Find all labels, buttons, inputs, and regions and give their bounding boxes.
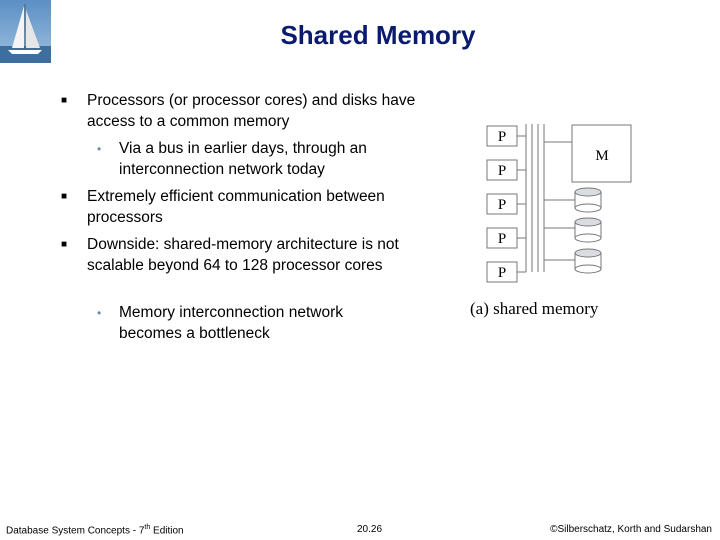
processor-box: P (486, 227, 518, 249)
disk-icon (574, 248, 602, 274)
footer-edition: Edition (150, 525, 184, 537)
memory-label: M (595, 148, 608, 164)
footer-left: Database System Concepts - 7th Edition (6, 524, 184, 536)
disk-icon (574, 187, 602, 213)
sailboat-logo-icon (0, 0, 51, 63)
slide-title: Shared Memory (280, 20, 476, 50)
footer-page-number: 20.26 (357, 524, 383, 535)
bullet-1: Processors (or processor cores) and disk… (87, 92, 416, 130)
processor-label: P (498, 129, 506, 145)
disk-icon (574, 217, 602, 243)
processor-label: P (498, 163, 506, 179)
footer-copyright: ©Silberschatz, Korth and Sudarshan (550, 524, 712, 535)
processor-box: P (486, 193, 518, 215)
sub-bullet-2: Memory interconnection network becomes a… (119, 304, 343, 342)
processor-box: P (486, 159, 518, 181)
bullet-3: Downside: shared-memory architecture is … (87, 236, 399, 274)
bullet-marker-icon: ■ (61, 95, 68, 106)
memory-box: M (571, 124, 632, 183)
shared-memory-diagram: P P P P P (470, 124, 632, 318)
bullet-2: Extremely efficient communication betwee… (87, 188, 385, 226)
processor-label: P (498, 197, 506, 213)
processor-box: P (486, 125, 518, 147)
processor-label: P (498, 265, 506, 281)
figure-caption: (a) shared memory (470, 299, 599, 318)
interconnect-network (517, 124, 575, 273)
processor-label: P (498, 231, 506, 247)
footer-edition-sup: th (144, 524, 151, 531)
processor-box: P (486, 261, 518, 283)
footer-book-title: Database System Concepts - 7 (6, 525, 145, 537)
sub-bullet-marker-icon: • (97, 306, 102, 320)
bullet-marker-icon: ■ (61, 191, 68, 202)
sub-bullet-1: Via a bus in earlier days, through an in… (119, 140, 367, 178)
sub-bullet-marker-icon: • (97, 142, 102, 156)
bullet-marker-icon: ■ (61, 239, 68, 250)
